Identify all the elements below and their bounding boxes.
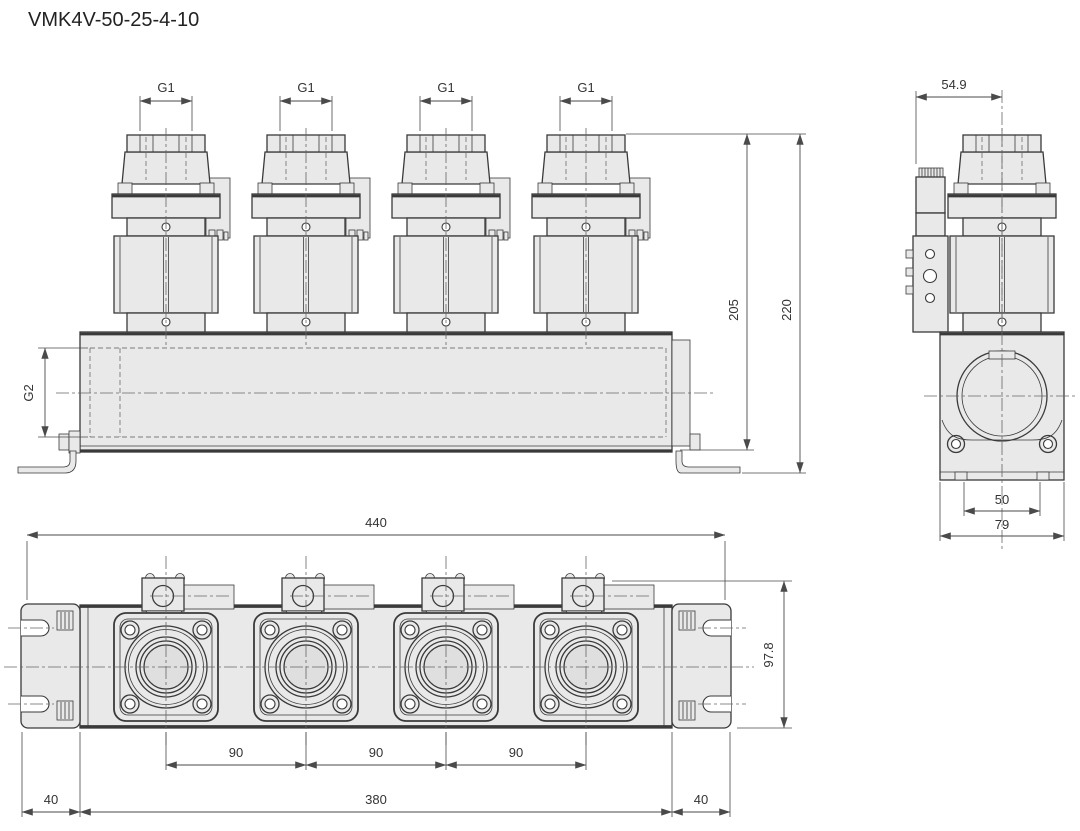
- flange-unit-4: [533, 572, 655, 722]
- side-view: 54.9 50 79: [905, 77, 1078, 550]
- left-plug: [58, 430, 81, 454]
- left-end-plate: [20, 603, 81, 729]
- dim-label-79: 79: [995, 517, 1009, 532]
- dim-g1-1: G1: [139, 80, 193, 131]
- clamp-screw: [678, 610, 696, 631]
- valve-unit-1: [110, 126, 231, 349]
- valve-unit-3: [390, 126, 511, 349]
- front-view: G1 G1 G1 G1 G2 205: [17, 80, 806, 474]
- dim-label-g1-2: G1: [297, 80, 314, 95]
- dim-label-97-8: 97.8: [761, 642, 776, 667]
- dim-79: 79: [939, 482, 1065, 541]
- dim-label-50: 50: [995, 492, 1009, 507]
- right-end-plate: [671, 603, 732, 729]
- valve-unit-4: [530, 126, 651, 349]
- dim-label-54-9: 54.9: [941, 77, 966, 92]
- valve-unit-2: [250, 126, 371, 349]
- dim-g2: G2: [21, 347, 88, 438]
- right-plug: [689, 433, 701, 451]
- dim-heights: 205 220: [626, 133, 806, 474]
- dim-label-440: 440: [365, 515, 387, 530]
- bottom-view: 440 97.8 90 90 90: [4, 515, 792, 817]
- dim-lengths: 40 380 40: [21, 732, 731, 817]
- flange-unit-2: [253, 572, 375, 722]
- clamp-screw: [56, 610, 74, 631]
- dim-g1-3: G1: [419, 80, 473, 131]
- drawing-title: VMK4V-50-25-4-10: [28, 9, 199, 31]
- dim-label-40-right: 40: [694, 792, 708, 807]
- dim-50: 50: [963, 482, 1041, 516]
- clamp-screw: [678, 700, 696, 721]
- dim-label-205: 205: [726, 299, 741, 321]
- dim-label-g1-3: G1: [437, 80, 454, 95]
- dim-label-90-3: 90: [509, 745, 523, 760]
- pilot-solenoid: [905, 167, 949, 333]
- dim-97-8: 97.8: [612, 580, 792, 729]
- dim-label-g1-1: G1: [157, 80, 174, 95]
- manifold-body: [56, 331, 714, 453]
- dim-pitch-90: 90 90 90: [165, 732, 587, 770]
- dim-440: 440: [26, 515, 726, 600]
- dim-54-9: 54.9: [915, 77, 1003, 164]
- dim-label-90-1: 90: [229, 745, 243, 760]
- dim-label-220: 220: [779, 299, 794, 321]
- left-bracket: [17, 450, 77, 474]
- flange-unit-1: [113, 572, 235, 722]
- dim-g1-4: G1: [559, 80, 613, 131]
- dim-label-g2: G2: [21, 384, 36, 401]
- dim-label-380: 380: [365, 792, 387, 807]
- bottom-centerlines: [4, 556, 754, 748]
- clamp-screw: [56, 700, 74, 721]
- flange-unit-3: [393, 572, 515, 722]
- right-bracket: [675, 450, 741, 474]
- dim-label-g1-4: G1: [577, 80, 594, 95]
- dim-g1-2: G1: [279, 80, 333, 131]
- dim-label-90-2: 90: [369, 745, 383, 760]
- dim-label-40-left: 40: [44, 792, 58, 807]
